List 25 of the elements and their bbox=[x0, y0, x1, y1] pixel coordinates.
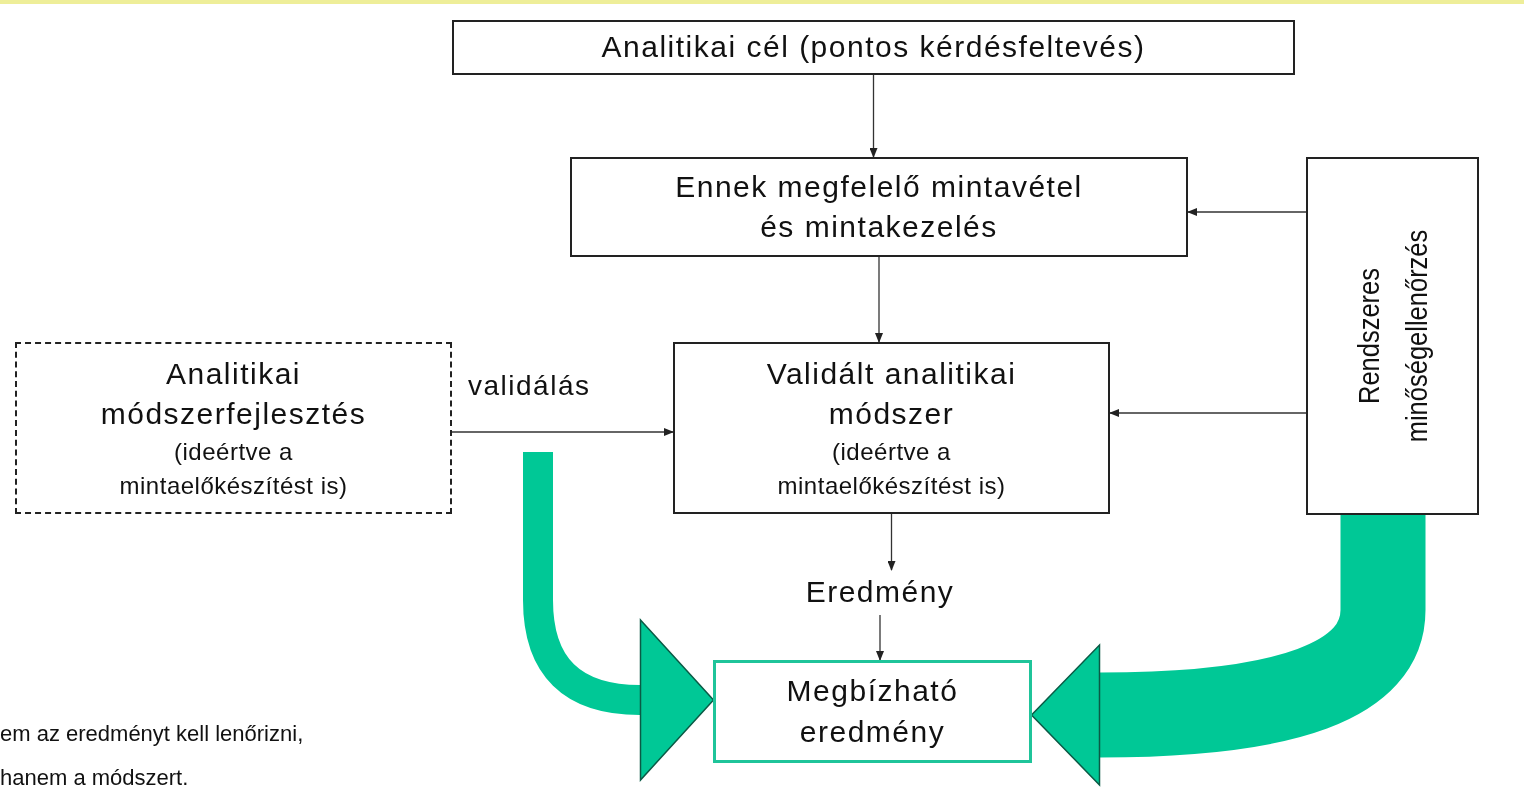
node-subtext: (ideértve a mintaelőkészítést is) bbox=[118, 436, 349, 501]
node-text: Eredmény bbox=[805, 574, 955, 611]
block-arrow bbox=[1030, 515, 1426, 786]
node-text: Analitikai cél (pontos kérdésfeltevés) bbox=[601, 29, 1146, 66]
node-text: Ennek megfelelő mintavétel és mintakezelés bbox=[674, 168, 1084, 245]
process-box bbox=[1306, 157, 1479, 515]
arrow bbox=[1187, 208, 1307, 216]
arrow bbox=[875, 256, 883, 343]
process-box bbox=[15, 342, 452, 514]
arrow bbox=[869, 74, 878, 158]
process-box bbox=[570, 157, 1188, 257]
arrow bbox=[876, 614, 884, 661]
arrow bbox=[887, 513, 896, 571]
node-text: Validált analitikai módszer bbox=[765, 355, 1018, 433]
process-box bbox=[713, 660, 1032, 763]
node-text: Rendszeres minőségellenőrzés bbox=[1350, 228, 1434, 445]
block-arrow bbox=[523, 452, 715, 781]
note-text: em az eredményt kell lenőrizni, hanem a módszert. bbox=[0, 720, 305, 792]
arrow bbox=[1109, 409, 1307, 417]
process-box bbox=[673, 342, 1110, 514]
node-subtext: (ideértve a mintaelőkészítést is) bbox=[776, 436, 1007, 501]
node-text: Megbízható eredmény bbox=[785, 673, 960, 750]
arrow bbox=[451, 428, 674, 436]
node-text: Analitikai módszerfejlesztés bbox=[99, 355, 368, 433]
process-box bbox=[452, 20, 1295, 75]
